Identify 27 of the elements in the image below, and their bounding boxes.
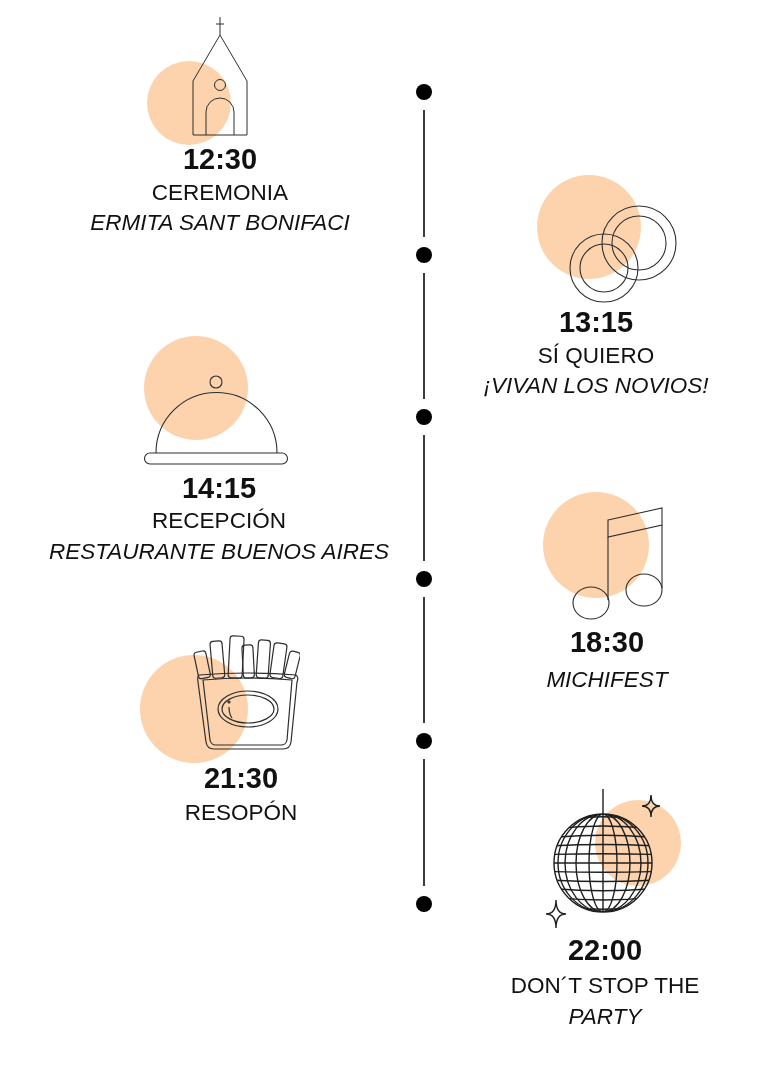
timeline-line xyxy=(423,272,425,400)
timeline-dot xyxy=(416,733,432,749)
timeline-line xyxy=(423,109,425,238)
event-title: DON´T STOP THE xyxy=(510,972,700,1000)
timeline-line xyxy=(423,434,425,562)
event-subtitle: ¡VIVAN LOS NOVIOS! xyxy=(483,372,709,400)
event-time: 22:00 xyxy=(567,936,643,964)
timeline-dot xyxy=(416,247,432,263)
timeline-dot xyxy=(416,84,432,100)
event-title: RESOPÓN xyxy=(184,799,298,827)
timeline-dot xyxy=(416,571,432,587)
event-time: 14:15 xyxy=(181,474,257,502)
event-subtitle: PARTY xyxy=(568,1003,642,1031)
event-time: 12:30 xyxy=(182,145,258,173)
event-subtitle: RESTAURANTE BUENOS AIRES xyxy=(48,538,390,566)
event-title: CEREMONIA xyxy=(151,179,289,207)
timeline-line xyxy=(423,758,425,887)
event-time: 21:30 xyxy=(203,764,279,792)
timeline-line xyxy=(423,596,425,724)
event-time: 18:30 xyxy=(569,628,645,656)
timeline-dot xyxy=(416,409,432,425)
event-title: RECEPCIÓN xyxy=(152,507,286,535)
event-title: SÍ QUIERO xyxy=(537,342,655,370)
event-title: MICHIFEST xyxy=(546,666,668,694)
timeline-dot xyxy=(416,896,432,912)
event-subtitle: ERMITA SANT BONIFACI xyxy=(90,209,350,237)
event-time: 13:15 xyxy=(558,308,634,336)
